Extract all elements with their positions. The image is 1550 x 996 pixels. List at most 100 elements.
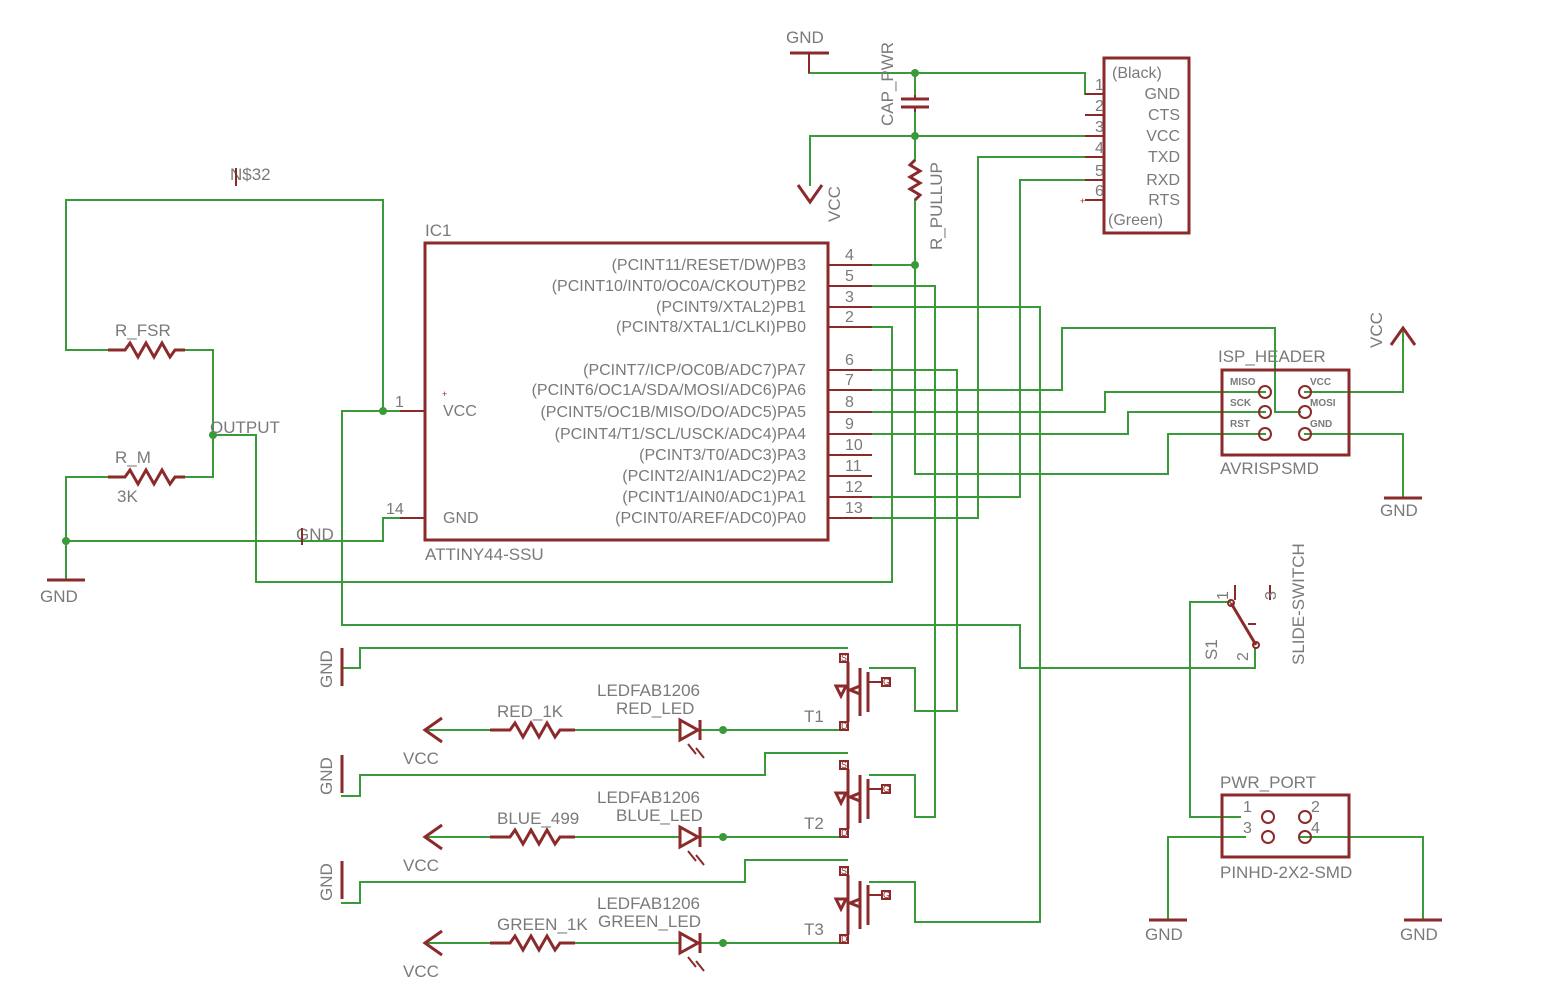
slide-switch[interactable]: 1 2 3 S1 SLIDE-SWITCH [1202,543,1308,665]
fet-pin-d: D [841,721,848,731]
ic1-pin-num: 12 [845,479,863,496]
switch-pin-1: 1 [1215,591,1232,600]
led-rows: VCCRED_1KLEDFAB1206RED_LEDSDGT1GNDVCCBLU… [317,648,891,981]
ftdi-top-label: (Black) [1112,65,1162,82]
net-label-n32: N$32 [230,165,271,184]
led-resistor-label: RED_1K [497,702,564,721]
ic1-pin-label: (PCINT2/AIN1/ADC2)PA2 [622,468,806,485]
ic1-pin-label: (PCINT9/XTAL2)PB1 [656,299,806,316]
ic1-gnd-label: GND [443,510,479,527]
fet-pin-d: D [841,934,848,944]
supply-gnd-left: GND [40,578,85,606]
gnd-label: GND [1400,925,1438,944]
supply-vcc-isp: VCC [1367,312,1417,348]
gnd-label: GND [40,587,78,606]
ftdi-header[interactable]: (Black) (Green) 1GND2CTS3VCC4TXD5RXD6RTS… [1080,56,1191,235]
r-fsr-label: R_FSR [115,321,171,340]
ic1-pin-label: (PCINT10/INT0/OC0A/CKOUT)PB2 [552,278,806,295]
ic1-dot: + [442,389,447,399]
pwr-port-pin: 3 [1243,820,1252,837]
led-name-label: RED_LED [616,699,694,718]
led-resistor-label: BLUE_499 [497,809,579,828]
ic1-pin-num: 7 [845,372,854,389]
ic1-pin-label: (PCINT1/AIN0/ADC1)PA1 [622,489,806,506]
isp-pad: GND [1310,419,1332,430]
ic1-value: ATTINY44-SSU [425,545,544,564]
isp-value: AVRISPSMD [1220,459,1319,478]
ftdi-pin-num: 6 [1095,183,1104,200]
transistor-label: T1 [804,707,824,726]
ftdi-pin-num: 1 [1095,77,1104,94]
ic1-pin-label: (PCINT7/ICP/OC0B/ADC7)PA7 [583,362,806,379]
ic1-pin-num: 3 [845,289,854,306]
led-package-label: LEDFAB1206 [597,894,700,913]
fet-pin-s: S [841,866,847,876]
ic1-pin-label: (PCINT5/OC1B/MISO/DO/ADC5)PA5 [540,404,806,421]
gnd-label: GND [1145,925,1183,944]
supply-gnd-top: GND [786,28,829,73]
pwr-port-pin: 1 [1243,799,1252,816]
fet-pin-g: G [883,784,890,794]
switch-pin-3: 3 [1263,591,1280,600]
ftdi-pin-num: 4 [1095,140,1104,157]
ic1-right-pins: 4(PCINT11/RESET/DW)PB35(PCINT10/INT0/OC0… [532,247,872,527]
supply-gnd-pwr2: GND [1400,918,1442,944]
isp-pad: MOSI [1310,398,1336,409]
fet-pin-g: G [883,677,890,687]
cap-pwr[interactable]: CAP_PWR [878,42,929,126]
ic1-pin-num: 4 [845,247,854,264]
ic1-pin-label: (PCINT0/AREF/ADC0)PA0 [615,510,806,527]
fet-pin-s: S [841,653,847,663]
transistor-label: T2 [804,814,824,833]
r-m[interactable]: R_M 3K [108,448,185,506]
fet-pin-d: D [841,828,848,838]
ic1-pin-label: (PCINT4/T1/SCL/USCK/ADC4)PA4 [555,426,806,443]
pwr-port-pin: 2 [1311,799,1320,816]
r-fsr[interactable]: R_FSR [108,321,185,361]
isp-header[interactable]: ISP_HEADER AVRISPSMD MISO SCK RST VCC MO… [1218,347,1351,478]
fet-pin-g: G [883,890,890,900]
ic1-pin-num: 6 [845,352,854,369]
fet-pin-s: S [841,760,847,770]
ftdi-bottom-label: (Green) [1108,212,1163,229]
ftdi-pin-name: TXD [1148,149,1180,166]
ic1-vcc-label: VCC [443,403,477,420]
gnd-label: GND [786,28,824,47]
junctions [62,69,919,947]
cap-pwr-label: CAP_PWR [878,42,897,126]
switch-value: SLIDE-SWITCH [1289,543,1308,665]
isp-pad: RST [1230,419,1250,430]
ftdi-pin-num: 5 [1095,163,1104,180]
wires [65,72,1424,944]
ic1-pin-num: 8 [845,394,854,411]
ftdi-pin-name: RTS [1148,192,1180,209]
r-m-value: 3K [117,487,138,506]
ic1-pin-num: 1 [395,394,404,411]
ftdi-pin-name: RXD [1146,172,1180,189]
ftdi-pin-name: CTS [1148,107,1180,124]
net-label-output: OUTPUT [210,418,280,437]
ftdi-pin-name: GND [1144,86,1180,103]
isp-name: ISP_HEADER [1218,347,1326,366]
switch-pin-2: 2 [1235,652,1252,661]
led-package-label: LEDFAB1206 [597,681,700,700]
ic1-attiny44[interactable]: IC1 ATTINY44-SSU VCC GND + 1 14 4(PCINT1… [386,221,872,564]
supply-gnd-isp: GND [1380,496,1422,520]
vcc-label: VCC [1367,312,1386,348]
ic1-pin-num: 10 [845,437,863,454]
r-pullup[interactable]: R_PULLUP [907,158,946,250]
led-name-label: GREEN_LED [598,912,701,931]
pwr-port[interactable]: PWR_PORT PINHD-2X2-SMD 1 2 3 4 [1220,773,1352,882]
vcc-label: VCC [403,962,439,981]
supply-gnd-pwr1: GND [1145,918,1187,944]
net-label-gnd: GND [296,525,334,544]
gnd-label: GND [317,650,336,688]
supply-vcc-ftdi: VCC [796,184,844,222]
ic1-name: IC1 [425,221,451,240]
switch-name: S1 [1202,639,1221,660]
